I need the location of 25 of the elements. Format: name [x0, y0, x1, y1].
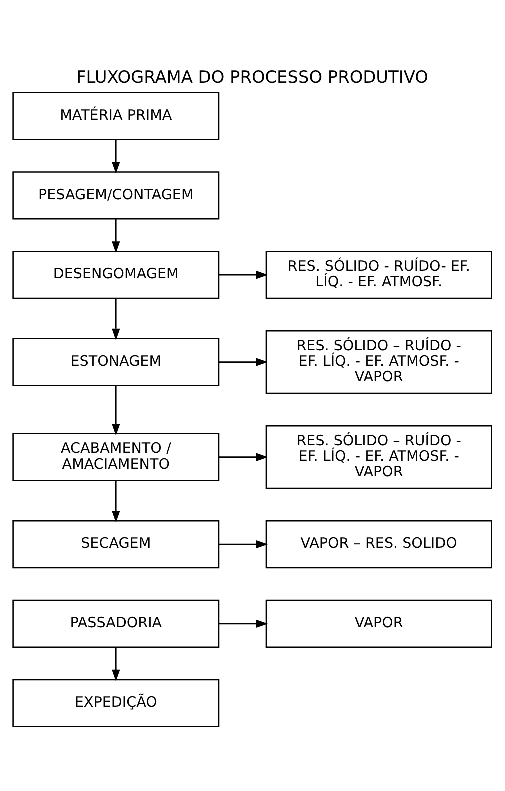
arrow: [112, 386, 120, 436]
node-box: VAPOR: [266, 600, 492, 648]
node-box: PESAGEM/CONTAGEM: [12, 172, 220, 220]
node-box: PASSADORIA: [12, 600, 220, 648]
node-box: MATÉRIA PRIMA: [12, 92, 220, 140]
arrow: [219, 540, 268, 549]
arrow: [112, 298, 120, 341]
arrow: [112, 219, 120, 254]
diagram-title: FLUXOGRAMA DO PROCESSO PRODUTIVO: [76, 66, 428, 87]
node-box: ACABAMENTO / AMACIAMENTO: [12, 433, 220, 482]
node-box: VAPOR – RES. SOLIDO: [266, 520, 492, 569]
arrow: [112, 647, 120, 682]
arrow: [112, 480, 120, 523]
arrow: [219, 620, 268, 628]
arrow: [112, 140, 120, 174]
node-box: RES. SÓLIDO – RUÍDO - EF. LÍQ. - EF. ATMOSF. - VAPOR: [266, 425, 492, 490]
node-box: EXPEDIÇÃO: [12, 679, 220, 728]
node-box: RES. SÓLIDO - RUÍDO- EF. LÍQ. - EF. ATMOSF.: [266, 251, 492, 300]
node-box: RES. SÓLIDO – RUÍDO - EF. LÍQ. - EF. ATMOSF. - VAPOR: [266, 330, 492, 394]
node-box: SECAGEM: [12, 520, 220, 569]
arrow: [219, 358, 268, 366]
arrow: [219, 453, 268, 462]
arrow: [219, 270, 268, 280]
node-box: DESENGOMAGEM: [12, 251, 220, 300]
node-box: ESTONAGEM: [12, 338, 220, 386]
